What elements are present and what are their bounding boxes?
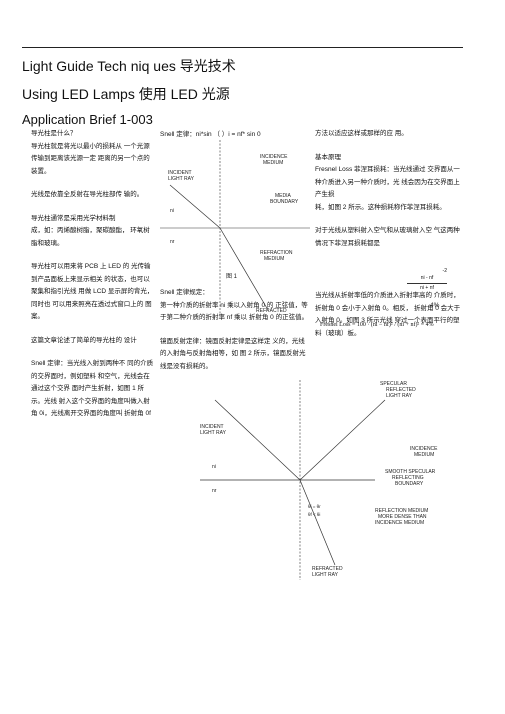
incident-ray — [169, 184, 221, 229]
paragraph: 镜面反射定律：镜面反射定律是这样定 义的，光线的入射角与反射角相等，如 图 2 … — [160, 337, 306, 370]
fresnel-numerator: ni - nf — [420, 275, 434, 281]
angle-eq1: θi = θr — [308, 504, 321, 509]
paragraph: 导光柱可以用来将 PCB 上 LED 的 光传输到产品面板上来显示相关 的状态，… — [31, 263, 154, 320]
paragraph: 方法以适应这样或那样的应 用。 — [315, 130, 408, 137]
angle-eq2: θf < θi — [308, 512, 320, 517]
label-ni: ni — [170, 208, 174, 214]
label-nr: nr — [212, 488, 217, 494]
column-middle: Snell 定律规定： 第一种介质的折射率 ni 乘以入射角 0 的 正弦值，等… — [160, 287, 310, 384]
snell-formula: Snell 定律：ni*sin （ ）i = nf* sin 0 — [160, 131, 261, 138]
doc-title-line2: Using LED Lamps 使用 LED 光源 — [22, 86, 230, 102]
paragraph: 导光柱是什么？ 导光柱就是将光以最小的损耗从 一个光源传输到距离该光源一定 距离… — [31, 130, 150, 175]
label-refracted: REFRACTED — [256, 308, 287, 314]
paragraph: Snell 定律规定： 第一种介质的折射率 ni 乘以入射角 0 的 正弦值，等… — [160, 289, 309, 321]
paragraph: 这篇文章论述了简单的导光柱的 设计 — [31, 336, 137, 344]
fresnel-equation: Fresnel Loss = 100 · (ni − nf)² / (ni + … — [320, 322, 434, 328]
paragraph: 光线是依靠全反射在导光柱部传 输的。 — [31, 191, 144, 198]
fresnel-denominator: ni + nf — [420, 285, 434, 291]
paragraph: 基本原理 Fresnel Loss 菲涅耳损耗：当光线通过 交界面从一种介质进入… — [315, 153, 460, 211]
fresnel-fraction: -2 ni - nf ni + nf — [407, 268, 447, 292]
column-right: 方法以适应这样或那样的应 用。 基本原理 Fresnel Loss 菲涅耳损耗：… — [315, 128, 465, 351]
paragraph: 导光柱通常是采用光学材料制 成，如：丙烯酸树脂，聚碳酸酯， 环氧树脂和玻璃。 — [31, 214, 150, 247]
paragraph: 当光线从折射率低的介质进入折射率高的 介质时，折射角 0 会小于入射角 0。相反… — [315, 292, 461, 337]
refracted-ray — [299, 479, 336, 566]
fresnel-percent: 4% — [430, 302, 440, 309]
incident-ray — [214, 399, 301, 481]
label-nr: nr — [170, 239, 175, 245]
paragraph: Snell 定律：当光线入射到两种不 同的介质的交界面时，例如塑料 和空气，光线… — [31, 360, 154, 417]
fraction-bar — [407, 283, 447, 284]
label-ni: ni — [212, 464, 216, 470]
reflected-ray — [299, 399, 386, 481]
column-left: 导光柱是什么？ 导光柱就是将光以最小的损耗从 一个光源传输到距离该光源一定 距离… — [31, 128, 156, 432]
doc-title-line1: Light Guide Tech niq ues 导光技术 — [22, 58, 236, 74]
doc-title-line3: Application Brief 1-003 — [22, 112, 153, 127]
figure-1-caption: 图 1 — [226, 273, 238, 280]
fresnel-exponent: -2 — [442, 268, 447, 274]
paragraph: 对于光线从塑料射入空气和从玻璃射入空 气这两种情况下菲涅耳损耗都是 — [315, 227, 460, 247]
refracted-ray — [219, 227, 269, 311]
header-rule — [22, 47, 463, 48]
